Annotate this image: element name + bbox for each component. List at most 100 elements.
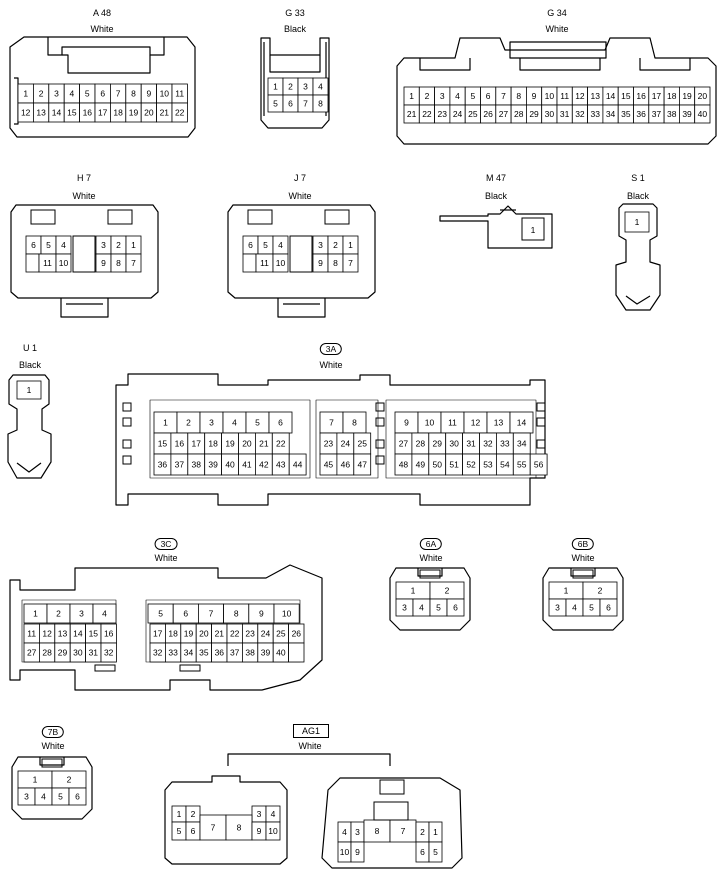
- pin-45: 45: [319, 453, 338, 476]
- svg-text:33: 33: [168, 648, 178, 658]
- m47-color: Black: [484, 191, 508, 201]
- svg-text:31: 31: [466, 439, 476, 449]
- svg-text:6: 6: [453, 603, 458, 613]
- svg-text:13: 13: [36, 108, 46, 118]
- pin-32: 32: [479, 432, 497, 455]
- pin-17: 17: [648, 86, 665, 106]
- pin-9: 9: [95, 253, 112, 273]
- svg-text:18: 18: [208, 439, 218, 449]
- svg-text:4: 4: [70, 89, 75, 99]
- svg-text:17: 17: [98, 108, 108, 118]
- pin-14: 14: [509, 411, 534, 434]
- svg-text:11: 11: [175, 89, 184, 99]
- pin-24: 24: [257, 623, 274, 644]
- svg-text:6: 6: [191, 826, 196, 836]
- svg-text:5: 5: [58, 792, 63, 802]
- pin-41: 41: [238, 453, 256, 476]
- svg-text:22: 22: [422, 109, 432, 119]
- s1-color: Black: [626, 191, 650, 201]
- svg-text:22: 22: [276, 439, 286, 449]
- svg-text:23: 23: [438, 109, 448, 119]
- svg-text:13: 13: [591, 91, 601, 101]
- svg-text:2: 2: [288, 82, 293, 92]
- pin-14: 14: [69, 623, 86, 644]
- pin-2: 2: [33, 83, 50, 104]
- pin-15: 15: [63, 102, 80, 123]
- svg-text:38: 38: [192, 460, 202, 470]
- pin-1: 1: [16, 380, 42, 400]
- svg-text:49: 49: [416, 460, 426, 470]
- svg-text:29: 29: [58, 648, 68, 658]
- pin-4: 4: [412, 598, 431, 617]
- pin-31: 31: [462, 432, 480, 455]
- pin-21: 21: [254, 432, 273, 455]
- svg-text:5: 5: [255, 418, 260, 428]
- pin-3: 3: [297, 77, 314, 96]
- svg-text:4: 4: [41, 792, 46, 802]
- pin-29: 29: [428, 432, 447, 455]
- svg-text:7: 7: [116, 89, 121, 99]
- pin-undefined: [288, 642, 305, 663]
- pin-2-r: 2: [415, 821, 430, 843]
- pin-32: 32: [100, 642, 117, 663]
- g33-code: G 33: [285, 8, 305, 18]
- pin-37: 37: [170, 453, 189, 476]
- svg-text:18: 18: [168, 629, 178, 639]
- svg-text:1: 1: [177, 809, 182, 819]
- pin-5: 5: [267, 94, 284, 113]
- m47-code: M 47: [485, 173, 507, 183]
- svg-text:1: 1: [409, 91, 414, 101]
- svg-text:6: 6: [100, 89, 105, 99]
- pin-1: 1: [624, 211, 650, 233]
- svg-text:7: 7: [131, 258, 136, 268]
- ag1-code: AG1: [293, 724, 329, 738]
- svg-text:8: 8: [333, 258, 338, 268]
- svg-text:44: 44: [293, 460, 303, 470]
- svg-text:16: 16: [636, 91, 646, 101]
- pin-9: 9: [394, 411, 419, 434]
- svg-text:34: 34: [606, 109, 616, 119]
- pin-9-r: 9: [350, 841, 365, 863]
- svg-text:23: 23: [324, 439, 334, 449]
- svg-text:40: 40: [698, 109, 708, 119]
- pin-8: 8: [327, 253, 344, 273]
- svg-text:20: 20: [199, 629, 209, 639]
- pin-27: 27: [23, 642, 40, 663]
- svg-text:14: 14: [73, 629, 83, 639]
- svg-text:22: 22: [175, 108, 185, 118]
- svg-text:9: 9: [259, 609, 264, 619]
- svg-text:46: 46: [341, 460, 351, 470]
- pin-30: 30: [69, 642, 86, 663]
- pin-8: 8: [510, 86, 527, 106]
- pin-7: 7: [197, 603, 224, 624]
- svg-text:3: 3: [555, 603, 560, 613]
- svg-text:4: 4: [278, 240, 283, 250]
- pin-6: 6: [446, 598, 465, 617]
- svg-text:11: 11: [260, 258, 269, 268]
- svg-text:19: 19: [184, 629, 194, 639]
- pin-17: 17: [187, 432, 206, 455]
- pin-16: 16: [170, 432, 189, 455]
- pin-7: 7: [319, 411, 344, 434]
- svg-text:38: 38: [245, 648, 255, 658]
- pin-15: 15: [85, 623, 102, 644]
- svg-text:39: 39: [208, 460, 218, 470]
- pin-3: 3: [95, 235, 112, 255]
- svg-text:37: 37: [230, 648, 240, 658]
- svg-text:11: 11: [27, 629, 36, 639]
- svg-text:2: 2: [333, 240, 338, 250]
- svg-text:3: 3: [402, 603, 407, 613]
- svg-text:38: 38: [667, 109, 677, 119]
- pin-28: 28: [411, 432, 430, 455]
- pin-37: 37: [648, 104, 665, 124]
- svg-text:21: 21: [160, 108, 170, 118]
- pin-4: 4: [55, 235, 72, 255]
- svg-text:29: 29: [433, 439, 443, 449]
- pin-10-r: 10: [337, 841, 352, 863]
- pin-6: 6: [172, 603, 199, 624]
- pin-4: 4: [272, 235, 289, 255]
- svg-text:37: 37: [175, 460, 185, 470]
- pin-32: 32: [149, 642, 166, 663]
